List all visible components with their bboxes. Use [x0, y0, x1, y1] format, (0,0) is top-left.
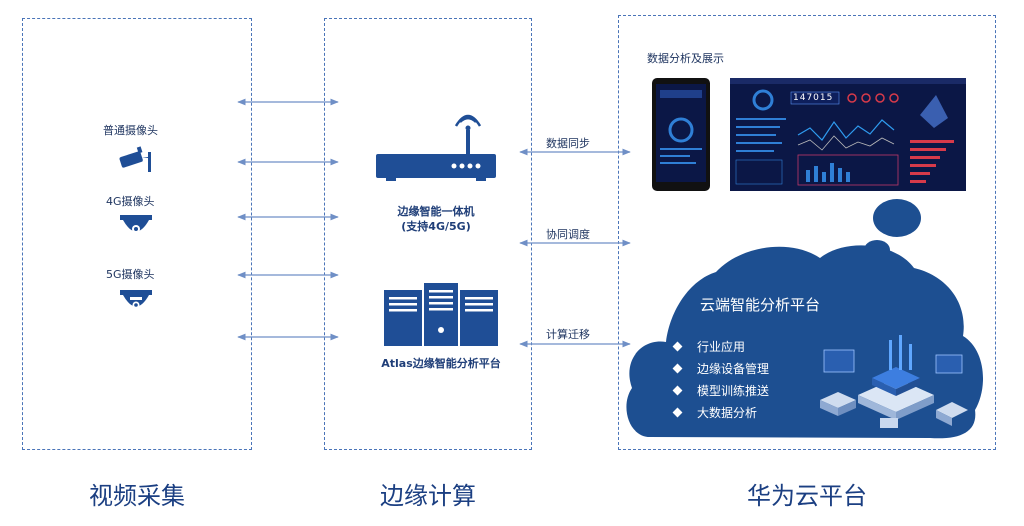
camera-label-5g: 5G摄像头 — [106, 268, 155, 281]
diamond-bullet-icon — [672, 385, 683, 396]
section-title-edge: 边缘计算 — [380, 482, 476, 510]
edge-cloud-arrows — [519, 148, 631, 348]
cloud-item-device-mgmt: 边缘设备管理 — [672, 360, 769, 377]
diamond-bullet-icon — [672, 363, 683, 374]
phone-mockup — [652, 78, 710, 191]
cloud-item-industry: 行业应用 — [672, 338, 745, 355]
bullet-camera-icon — [119, 146, 151, 172]
edge-device-sublabel: (支持4G/5G) — [401, 220, 471, 233]
section-title-video: 视频采集 — [89, 482, 185, 510]
camera-label-4g: 4G摄像头 — [106, 195, 155, 208]
camera-label-standard: 普通摄像头 — [103, 124, 158, 137]
atlas-platform-label: Atlas边缘智能分析平台 — [381, 357, 501, 370]
dashboard-screen — [730, 78, 966, 191]
link-label-compute-migration: 计算迁移 — [546, 328, 590, 341]
video-capture-panel — [22, 18, 252, 450]
diamond-bullet-icon — [672, 407, 683, 418]
cloud-item-big-data: 大数据分析 — [672, 404, 757, 421]
dome-camera-icon — [120, 215, 152, 233]
dome-camera-5g-icon — [120, 290, 152, 309]
edge-device-label: 边缘智能一体机 — [397, 205, 475, 218]
cloud-item-model-training: 模型训练推送 — [672, 382, 769, 399]
dashboard-counter: 147015 — [793, 93, 834, 103]
link-label-coordination: 协同调度 — [546, 228, 590, 241]
link-label-data-sync: 数据同步 — [546, 137, 590, 150]
edge-computing-panel — [324, 18, 532, 450]
router-icon — [376, 114, 496, 181]
cloud-tech-illustration — [820, 335, 968, 428]
server-rack-icon — [384, 283, 498, 346]
cloud-platform-panel — [618, 15, 996, 450]
cloud-platform-title: 云端智能分析平台 — [700, 296, 821, 314]
diamond-bullet-icon — [672, 341, 683, 352]
video-edge-arrows — [237, 98, 339, 341]
display-title: 数据分析及展示 — [647, 52, 724, 65]
section-title-cloud: 华为云平台 — [747, 482, 867, 510]
